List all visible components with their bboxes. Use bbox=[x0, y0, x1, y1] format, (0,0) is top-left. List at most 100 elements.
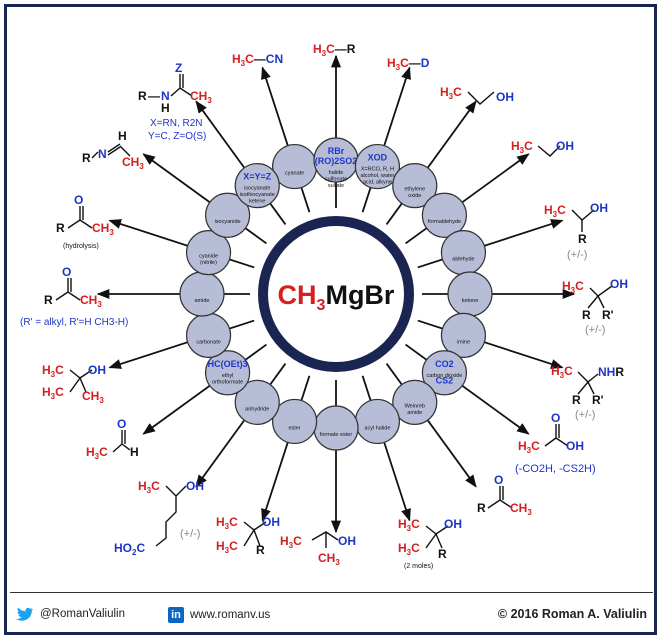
twitter-link[interactable]: @RomanValiulin bbox=[16, 607, 125, 621]
node-circle-aldehyde bbox=[440, 229, 487, 276]
node-circle-co2 bbox=[421, 350, 468, 396]
node-acylhalide: acyl halide bbox=[354, 398, 401, 445]
node-sub-anhydride: anhydride bbox=[245, 406, 269, 412]
svg-text:OH: OH bbox=[566, 439, 584, 453]
svg-text:R: R bbox=[138, 89, 147, 103]
node-sub-formateester: formate ester bbox=[320, 432, 353, 438]
node-carbonate: carbonate bbox=[185, 312, 232, 359]
svg-text:R: R bbox=[256, 543, 265, 557]
product-deuterated: H3C—D bbox=[387, 56, 430, 72]
svg-text:H: H bbox=[130, 445, 139, 459]
svg-text:H3C—R: H3C—R bbox=[313, 42, 356, 58]
node-sub-orthoformate: ethyl bbox=[222, 373, 234, 379]
node-circle-acylhalide bbox=[354, 398, 401, 445]
node-circle-formaldehyde bbox=[421, 192, 468, 238]
node-sub-epox: oxide bbox=[408, 193, 421, 199]
arrow-xod bbox=[361, 66, 411, 213]
node-sub-co2: carbon dioxide bbox=[427, 373, 463, 379]
website-link[interactable]: in www.romanv.us bbox=[168, 607, 270, 623]
svg-text:O: O bbox=[494, 473, 503, 487]
svg-text:OH: OH bbox=[610, 277, 628, 291]
node-top-co2: CO2 bbox=[435, 359, 454, 369]
node-sub-isocyanide: isocyanide bbox=[215, 219, 241, 225]
svg-text:R: R bbox=[44, 293, 53, 307]
svg-text:H3C: H3C bbox=[544, 203, 566, 219]
svg-text:OH: OH bbox=[556, 139, 574, 153]
arrow-isocyanide bbox=[142, 153, 267, 245]
svg-text:O: O bbox=[74, 193, 83, 207]
node-circle-formateester bbox=[313, 405, 359, 451]
arrow-aldehyde bbox=[417, 219, 564, 269]
node-sub-epox: ethylene bbox=[404, 187, 425, 193]
node-formateester: formate ester bbox=[313, 405, 359, 451]
node-mid-halide: (RO)2SO2 bbox=[315, 156, 358, 166]
svg-text:H3C: H3C bbox=[562, 279, 584, 295]
node-sub-ketone: ketone bbox=[462, 298, 479, 304]
node-imine: imine bbox=[440, 312, 487, 359]
node-circle-isocyanide bbox=[204, 192, 251, 238]
arrow-co2 bbox=[405, 343, 530, 435]
product-ethanol: H3C OH bbox=[511, 139, 574, 157]
node-sub-xod: X=RCO, R, H bbox=[361, 167, 394, 173]
twitter-icon bbox=[16, 607, 33, 621]
node-ketone: ketone bbox=[447, 271, 493, 317]
node-sub-isocyanate: isothiocyanate bbox=[240, 192, 275, 198]
arrow-epox bbox=[385, 100, 477, 225]
node-circle-isocyanate bbox=[234, 162, 280, 209]
svg-text:R: R bbox=[56, 221, 65, 235]
svg-text:H3C—CN: H3C—CN bbox=[232, 52, 283, 68]
node-circle-ester bbox=[271, 398, 318, 445]
svg-text:CH3: CH3 bbox=[318, 551, 340, 567]
node-isocyanide: isocyanide bbox=[204, 192, 251, 238]
svg-text:H3C: H3C bbox=[398, 517, 420, 533]
svg-text:(+/-): (+/-) bbox=[585, 324, 605, 336]
svg-text:(2 moles): (2 moles) bbox=[404, 563, 433, 570]
svg-text:O: O bbox=[117, 417, 126, 431]
arrow-cyanide bbox=[108, 219, 255, 269]
svg-text:CH3: CH3 bbox=[82, 389, 104, 405]
node-circle-imine bbox=[440, 312, 487, 359]
center-label: CH3MgBr bbox=[278, 280, 395, 314]
svg-text:CH3: CH3 bbox=[190, 89, 212, 105]
node-circle-weinreb bbox=[392, 379, 438, 426]
svg-text:(+/-): (+/-) bbox=[575, 409, 595, 421]
twitter-handle: @RomanValiulin bbox=[40, 608, 125, 620]
svg-text:O: O bbox=[551, 411, 560, 425]
svg-text:(+/-): (+/-) bbox=[567, 249, 587, 261]
svg-text:H: H bbox=[161, 101, 170, 115]
svg-text:H3C: H3C bbox=[511, 139, 533, 155]
svg-text:R: R bbox=[438, 547, 447, 561]
node-sub-orthoformate: orthoformate bbox=[212, 379, 243, 385]
node-circle-orthoformate bbox=[204, 350, 251, 396]
svg-text:H3C: H3C bbox=[138, 479, 160, 495]
svg-text:R: R bbox=[477, 501, 486, 515]
svg-text:N: N bbox=[98, 147, 107, 161]
arrow-anhydride bbox=[195, 363, 287, 488]
node-aldehyde: aldehyde bbox=[440, 229, 487, 276]
svg-text:R': R' bbox=[592, 393, 604, 407]
svg-text:H3C: H3C bbox=[518, 439, 540, 455]
footer: @RomanValiulin in www.romanv.us © 2016 R… bbox=[10, 600, 653, 628]
svg-text:H3C: H3C bbox=[216, 539, 238, 555]
node-top-xod: XOD bbox=[368, 153, 388, 163]
node-top-isocyanate: X=Y=Z bbox=[243, 172, 272, 182]
node-sub-weinreb: Weinreb bbox=[405, 403, 425, 409]
node-top-orthoformate: HC(OEt)3 bbox=[208, 359, 248, 369]
node-sub-xod: acid, alkyne bbox=[363, 180, 392, 186]
copyright: © 2016 Roman A. Valiulin bbox=[498, 607, 647, 621]
svg-text:OH: OH bbox=[88, 363, 106, 377]
node-circle-anhydride bbox=[234, 379, 280, 426]
